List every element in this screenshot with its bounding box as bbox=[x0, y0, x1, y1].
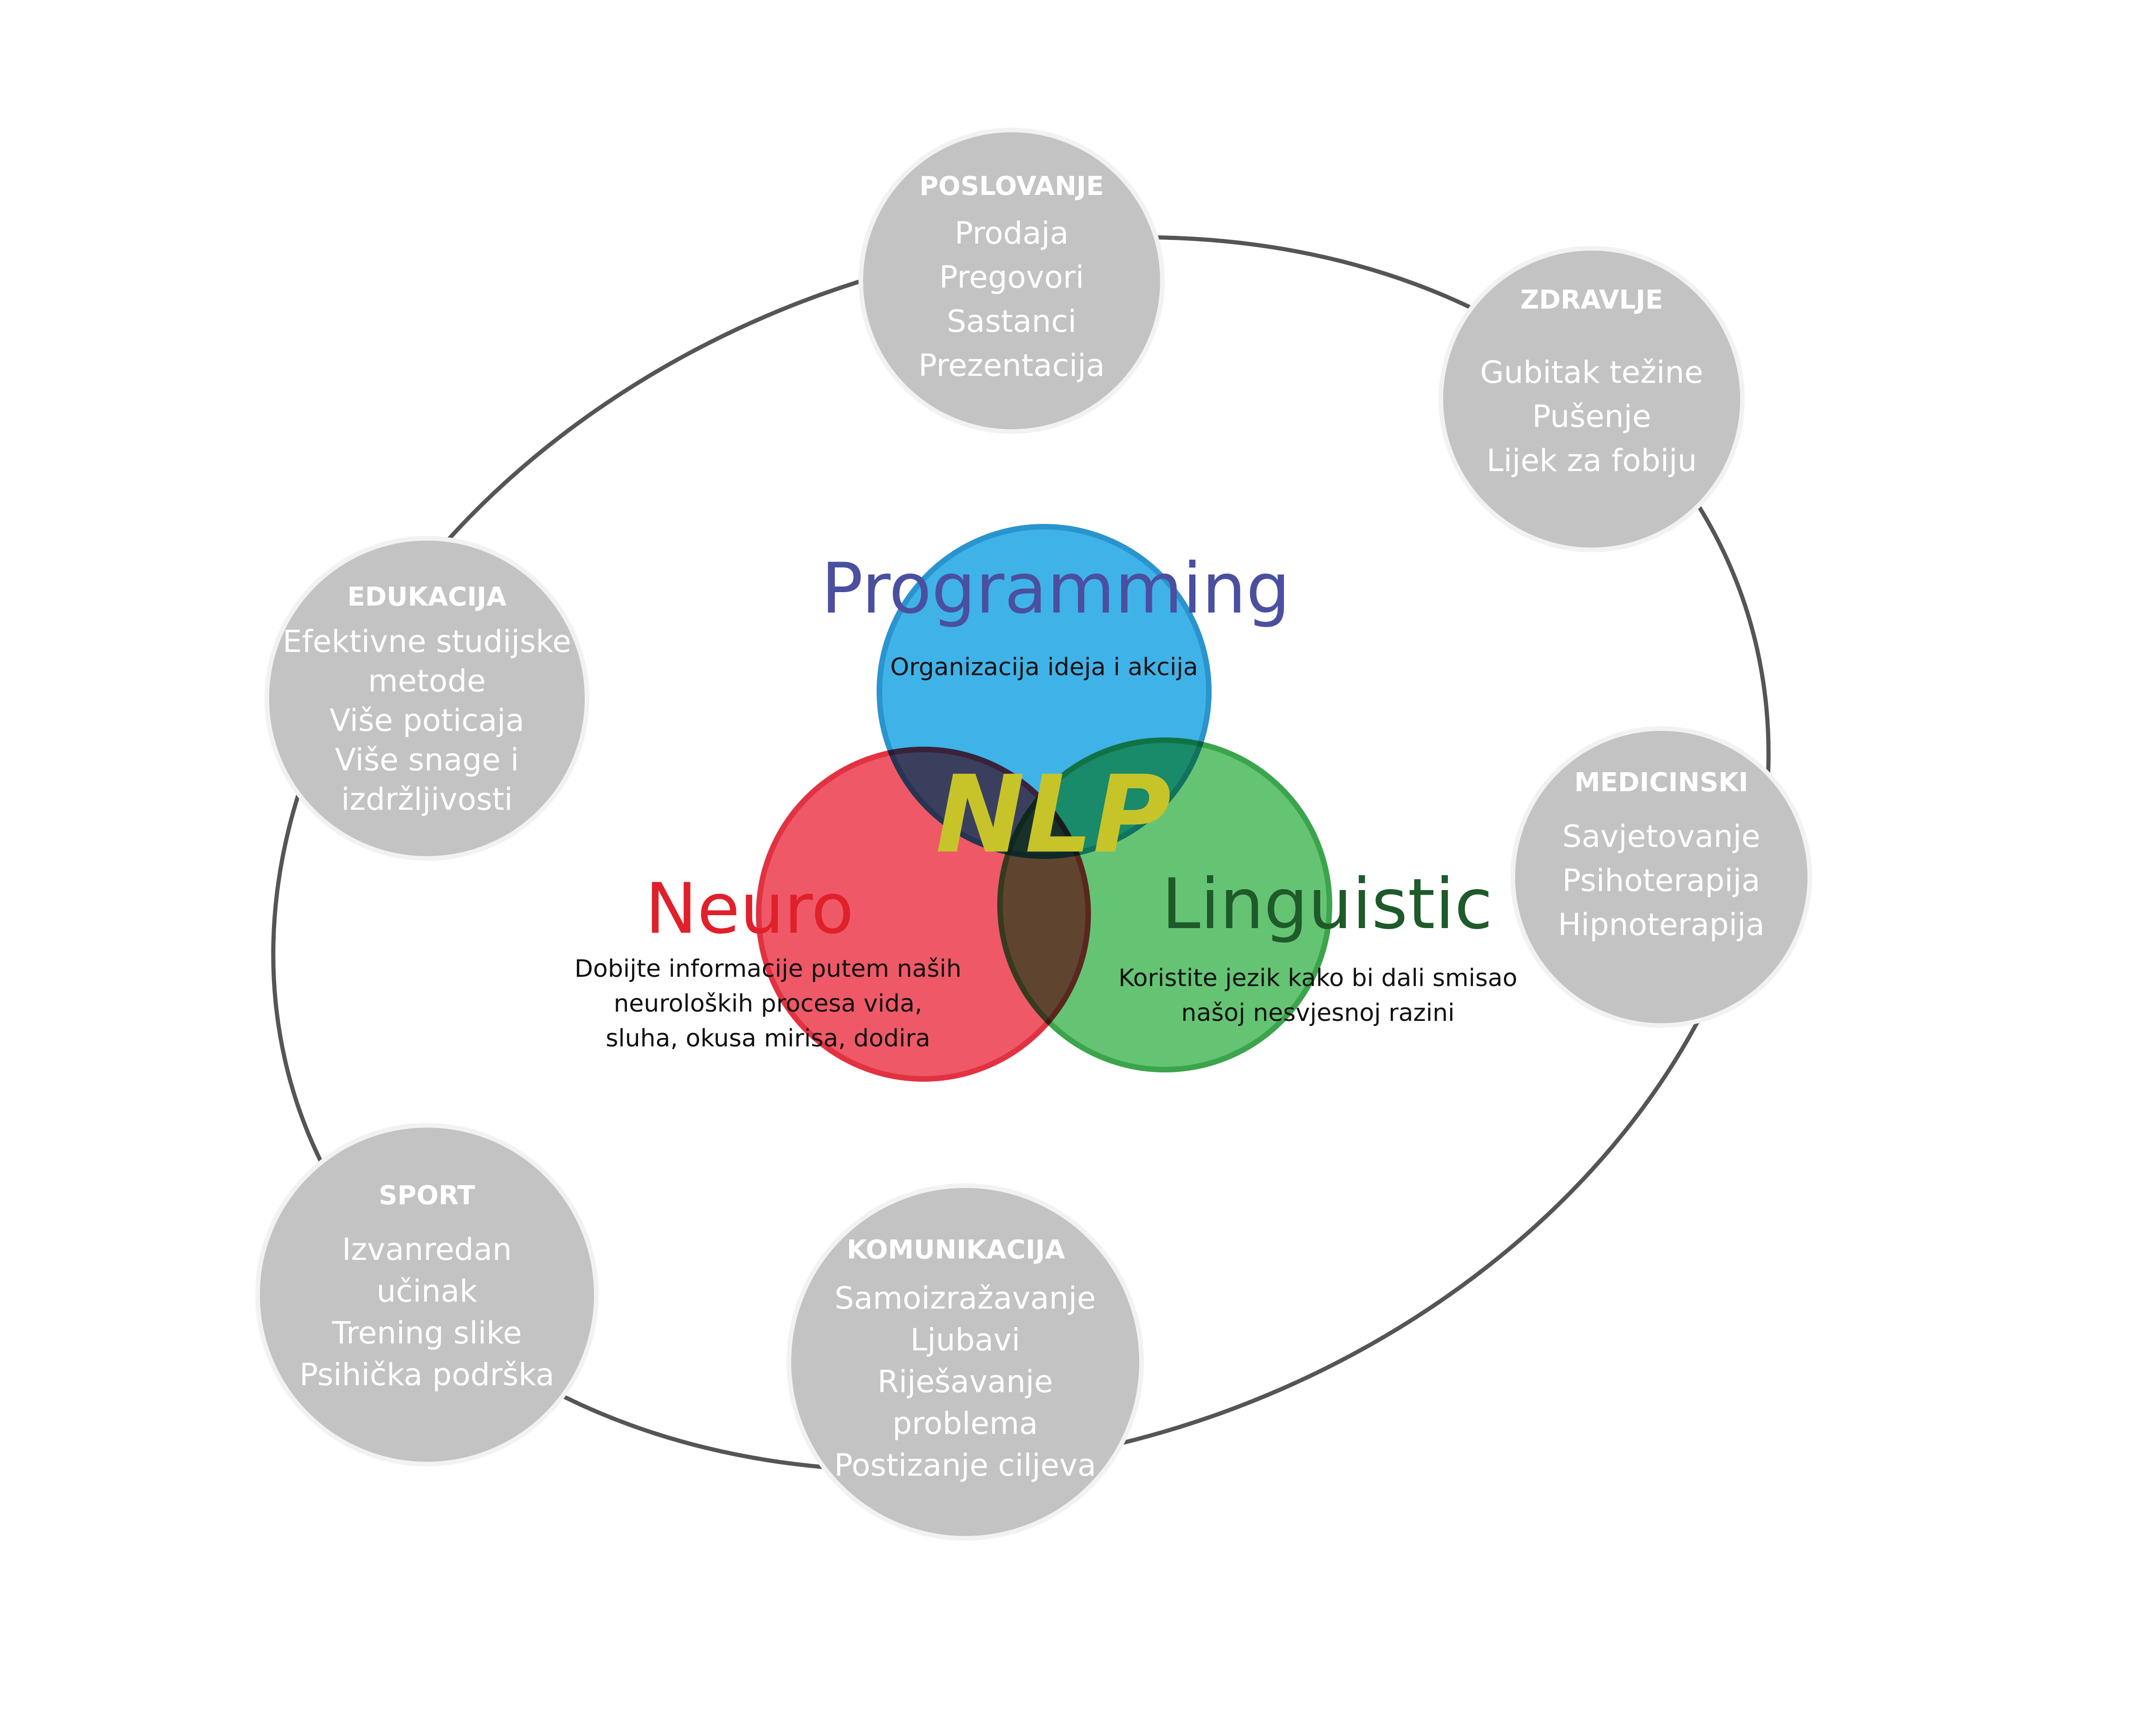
programming-description: Organizacija ideja i akcija bbox=[890, 653, 1198, 681]
satellite-medicinski: MEDICINSKI Savjetovanje Psihoterapija Hi… bbox=[1510, 726, 1812, 1028]
satellite-poslovanje-item: Prodaja bbox=[955, 215, 1069, 251]
satellite-poslovanje-item: Pregovori bbox=[939, 259, 1084, 295]
satellite-edukacija-item: Efektivne studijske bbox=[283, 624, 571, 659]
satellite-edukacija-circle bbox=[265, 536, 589, 861]
satellite-zdravlje-item: Pušenje bbox=[1532, 399, 1651, 434]
satellite-sport-item: Psihička podrška bbox=[299, 1357, 555, 1393]
satellite-medicinski-item: Savjetovanje bbox=[1562, 819, 1761, 854]
neuro-description-line: Dobijte informacije putem naših bbox=[574, 955, 962, 983]
satellite-zdravlje-title: ZDRAVLJE bbox=[1520, 285, 1663, 315]
satellite-sport-circle bbox=[255, 1123, 599, 1466]
satellite-poslovanje-item: Sastanci bbox=[947, 303, 1077, 339]
satellite-zdravlje-item: Lijek za fobiju bbox=[1486, 443, 1697, 478]
satellite-medicinski-circle bbox=[1510, 726, 1812, 1028]
satellite-medicinski-title: MEDICINSKI bbox=[1575, 768, 1749, 798]
satellite-komunikacija-item: Samoizražavanje bbox=[835, 1280, 1096, 1316]
satellite-sport-title: SPORT bbox=[379, 1181, 475, 1211]
neuro-label: Neuro bbox=[645, 869, 854, 949]
satellite-komunikacija-title: KOMUNIKACIJA bbox=[847, 1235, 1065, 1265]
satellite-medicinski-item: Hipnoterapija bbox=[1558, 907, 1764, 942]
linguistic-circle bbox=[997, 737, 1332, 1072]
satellite-edukacija-title: EDUKACIJA bbox=[347, 582, 507, 612]
satellite-zdravlje: ZDRAVLJE Gubitak težine Pušenje Lijek za… bbox=[1439, 246, 1745, 552]
nlp-title: NLP bbox=[936, 753, 1171, 877]
venn-diagram bbox=[756, 524, 1332, 1082]
satellite-edukacija-item: Više snage i bbox=[335, 742, 519, 778]
satellite-poslovanje-title: POSLOVANJE bbox=[919, 171, 1104, 201]
satellite-medicinski-item: Psihoterapija bbox=[1562, 863, 1761, 898]
orbit-ellipse bbox=[271, 235, 1771, 1473]
neuro-description-line: neuroloških procesa vida, bbox=[613, 990, 922, 1018]
satellite-zdravlje-item: Gubitak težine bbox=[1480, 355, 1704, 390]
satellite-komunikacija-item: Ljubavi bbox=[910, 1322, 1020, 1358]
linguistic-description-line: našoj nesvjesnoj razini bbox=[1181, 999, 1454, 1027]
programming-label: Programming bbox=[821, 549, 1291, 629]
satellite-komunikacija-circle bbox=[787, 1183, 1144, 1541]
satellite-edukacija-item: metode bbox=[368, 663, 486, 699]
satellite-komunikacija: KOMUNIKACIJA Samoizražavanje Ljubavi Rij… bbox=[787, 1183, 1144, 1541]
satellite-sport-item: Izvanredan bbox=[342, 1232, 512, 1267]
satellite-zdravlje-circle bbox=[1439, 246, 1745, 552]
satellite-sport: SPORT Izvanredan učinak Trening slike Ps… bbox=[255, 1123, 599, 1466]
linguistic-description-line: Koristite jezik kako bi dali smisao bbox=[1118, 964, 1517, 992]
satellite-poslovanje-circle bbox=[858, 128, 1165, 434]
satellite-komunikacija-item: problema bbox=[892, 1406, 1038, 1441]
satellite-komunikacija-item: Riješavanje bbox=[878, 1364, 1053, 1400]
satellite-sport-item: učinak bbox=[377, 1273, 478, 1309]
linguistic-label: Linguistic bbox=[1162, 864, 1492, 945]
satellite-edukacija-item: izdržljivosti bbox=[341, 781, 513, 817]
satellite-edukacija: EDUKACIJA Efektivne studijske metode Viš… bbox=[265, 536, 589, 861]
satellite-poslovanje: POSLOVANJE Prodaja Pregovori Sastanci Pr… bbox=[858, 128, 1165, 434]
satellite-sport-item: Trening slike bbox=[331, 1315, 522, 1351]
neuro-description-line: sluha, okusa mirisa, dodira bbox=[606, 1025, 930, 1052]
satellite-poslovanje-item: Prezentacija bbox=[918, 348, 1105, 383]
satellite-komunikacija-item: Postizanje ciljeva bbox=[834, 1447, 1097, 1483]
satellite-edukacija-item: Više poticaja bbox=[329, 703, 524, 738]
